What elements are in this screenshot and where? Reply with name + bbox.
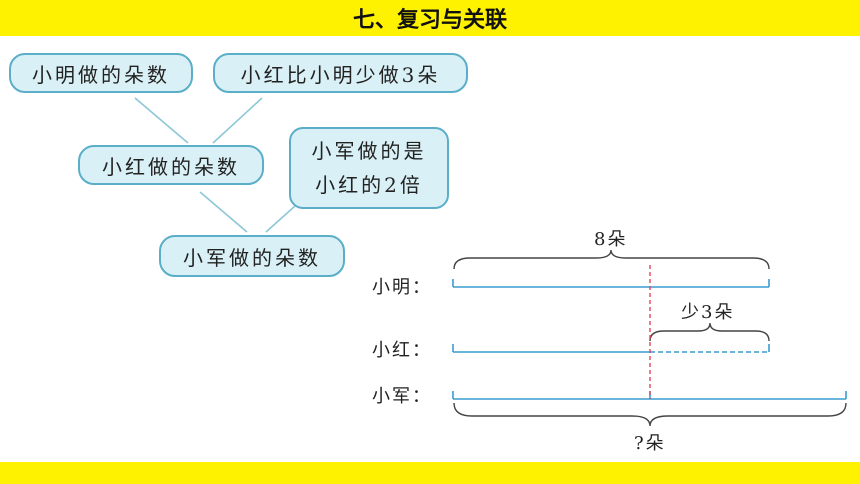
label-xiaohong: 小红： bbox=[372, 340, 432, 361]
label-unknown-total: ?朵 bbox=[634, 433, 666, 454]
label-three-fewer: 少3朵 bbox=[681, 302, 735, 323]
label-xiaojun: 小军： bbox=[372, 386, 432, 407]
box-xiaojun-count: 小军做的朵数 bbox=[159, 235, 345, 277]
top-brace bbox=[453, 249, 770, 270]
label-xiaoming: 小明： bbox=[372, 277, 432, 298]
box-xiaoming-count-text: 小明做的朵数 bbox=[32, 62, 170, 87]
box-xiaohong-fewer: 小红比小明少做3朵 bbox=[213, 53, 468, 93]
box-xiaohong-count-text: 小红做的朵数 bbox=[102, 154, 240, 179]
connector-d-e bbox=[265, 205, 296, 233]
box-xiaohong-fewer-text: 小红比小明少做3朵 bbox=[240, 62, 441, 87]
box-xiaoming-count: 小明做的朵数 bbox=[9, 53, 193, 93]
connector-b-c bbox=[212, 97, 263, 144]
box-xiaohong-count: 小红做的朵数 bbox=[78, 145, 264, 185]
difference-brace bbox=[649, 322, 770, 342]
title-banner: 七、复习与关联 bbox=[0, 0, 860, 36]
box-xiaojun-count-text: 小军做的朵数 bbox=[183, 245, 321, 270]
connector-c-e bbox=[199, 191, 248, 233]
page-title: 七、复习与关联 bbox=[352, 8, 507, 33]
box-xiaojun-double: 小军做的是 小红的2倍 bbox=[289, 127, 449, 209]
bottom-brace bbox=[453, 402, 847, 427]
box-xiaojun-double-line1: 小军做的是 bbox=[311, 139, 427, 163]
connector-a-c bbox=[134, 97, 189, 144]
label-eight-flowers: 8朵 bbox=[594, 229, 628, 250]
box-xiaojun-double-line2: 小红的2倍 bbox=[315, 173, 423, 197]
bottom-banner bbox=[0, 462, 860, 484]
